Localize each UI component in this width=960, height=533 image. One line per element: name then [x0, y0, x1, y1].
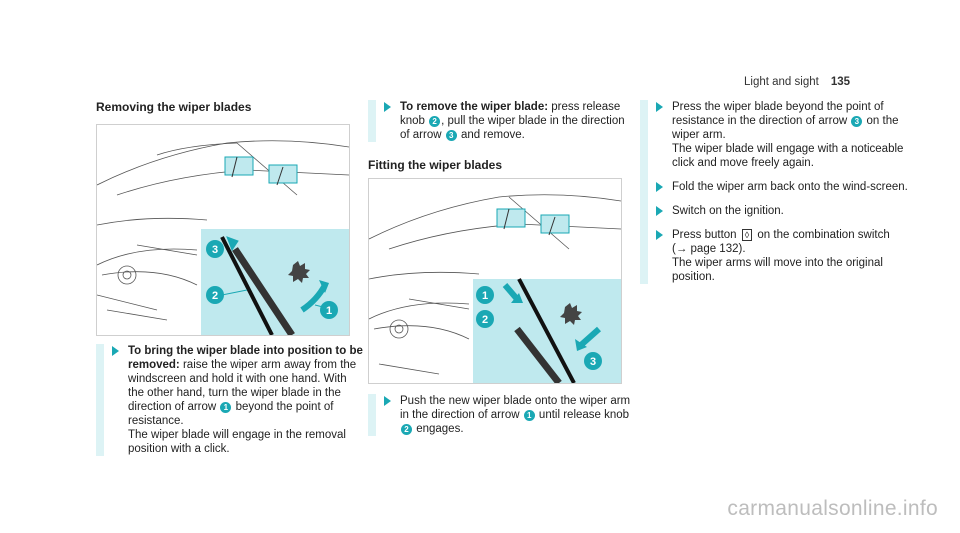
- step-bring-into-position: To bring the wiper blade into position t…: [112, 344, 364, 456]
- watermark: carmanualsonline.info: [727, 497, 938, 520]
- arrow-3-head: [575, 339, 587, 351]
- wiper-button-icon: ◊: [741, 229, 753, 241]
- callout-2: 2: [476, 310, 494, 328]
- arrow-3: [226, 236, 239, 252]
- svg-text:1: 1: [482, 290, 488, 302]
- fitting-illustration: 1 2 3: [369, 194, 621, 383]
- svg-text:1: 1: [326, 305, 332, 317]
- callout-1: 1: [320, 301, 338, 319]
- step-bullet-icon: [656, 102, 663, 112]
- column3-steps: Press the wiper blade beyond the point o…: [640, 100, 908, 284]
- fitting-heading: Fitting the wiper blades: [368, 158, 503, 172]
- callout-badge: 2: [429, 116, 441, 127]
- step-push-blade: Push the new wiper blade onto the wiper …: [384, 394, 636, 436]
- step-bullet-icon: [656, 206, 663, 216]
- removing-figure: 3 2 1: [96, 124, 350, 336]
- callout-badge: 3: [851, 116, 863, 127]
- step-press-beyond-resistance: Press the wiper blade beyond the point o…: [656, 100, 908, 170]
- car-outline: [97, 140, 349, 321]
- arrow-1: [502, 283, 520, 301]
- arrow-1-head: [511, 293, 523, 303]
- arrow-1-head: [319, 280, 329, 293]
- step-bullet-icon: [656, 182, 663, 192]
- svg-text:3: 3: [590, 356, 596, 368]
- callout-badge: 1: [220, 402, 232, 413]
- fitting-figure: 1 2 3: [368, 178, 622, 384]
- step-press-button: Press button ◊ on the combination switch…: [656, 228, 908, 284]
- callout-2: 2: [206, 286, 224, 304]
- fitting-steps: Push the new wiper blade onto the wiper …: [368, 394, 636, 436]
- section-title: Light and sight: [744, 76, 819, 88]
- remove-blade-steps: To remove the wiper blade: press release…: [368, 100, 636, 142]
- step-title: To remove the wiper blade:: [400, 101, 549, 113]
- wiper-arm: [220, 236, 274, 335]
- callout-3: 3: [206, 240, 224, 258]
- zoom-marker-left: [224, 156, 254, 176]
- arrow-3: [579, 326, 601, 348]
- zoom-marker-right: [540, 214, 570, 234]
- svg-text:3: 3: [212, 244, 218, 256]
- callout-badge: 1: [523, 410, 535, 421]
- page-header: Light and sight 135: [744, 76, 850, 88]
- wiper-arm: [517, 278, 576, 383]
- callout-3: 3: [584, 352, 602, 370]
- zoom-marker-left: [496, 208, 526, 228]
- click-icon: [288, 261, 310, 283]
- step-bullet-icon: [384, 102, 391, 112]
- removing-heading: Removing the wiper blades: [96, 100, 252, 114]
- click-icon: [560, 303, 582, 325]
- step-fold-arm: Fold the wiper arm back onto the wind-sc…: [656, 180, 908, 194]
- page-number: 135: [830, 76, 850, 88]
- zoom-marker-right: [268, 164, 298, 184]
- detail-panel: [201, 229, 349, 335]
- step-title: To bring the wiper blade into position t…: [128, 345, 363, 371]
- step-bullet-icon: [112, 346, 119, 356]
- step-switch-ignition: Switch on the ignition.: [656, 204, 908, 218]
- callout-1: 1: [476, 286, 494, 304]
- removing-steps: To bring the wiper blade into position t…: [96, 344, 364, 456]
- step-bullet-icon: [656, 230, 663, 240]
- svg-text:2: 2: [212, 290, 218, 302]
- callout-badge: 2: [401, 424, 412, 435]
- svg-text:2: 2: [482, 314, 488, 326]
- wiper-blade: [232, 247, 295, 335]
- step-bullet-icon: [384, 396, 391, 406]
- wiper-blade: [514, 326, 562, 383]
- callout-badge: 3: [445, 130, 457, 141]
- step-remove-blade: To remove the wiper blade: press release…: [384, 100, 636, 142]
- removing-illustration: 3 2 1: [97, 140, 349, 335]
